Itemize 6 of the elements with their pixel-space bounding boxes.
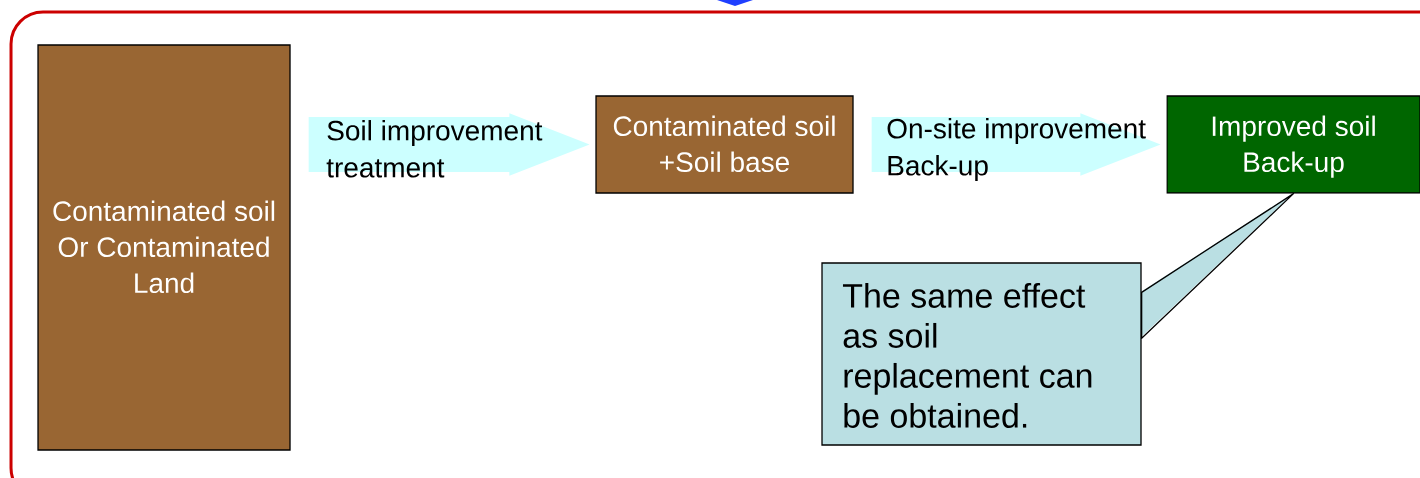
soil-box: Contaminated soil Or Contaminated Land	[37, 44, 291, 451]
callout-box: The same effect as soil replacement can be obtained.	[821, 262, 1142, 446]
edge-label: Soil improvement treatment	[326, 120, 543, 178]
soil-box: Contaminated soil +Soil base	[595, 95, 854, 194]
soil-box: Improved soil Back-up	[1166, 95, 1420, 194]
edge-label: On-site improvement Back-up	[887, 118, 1146, 182]
